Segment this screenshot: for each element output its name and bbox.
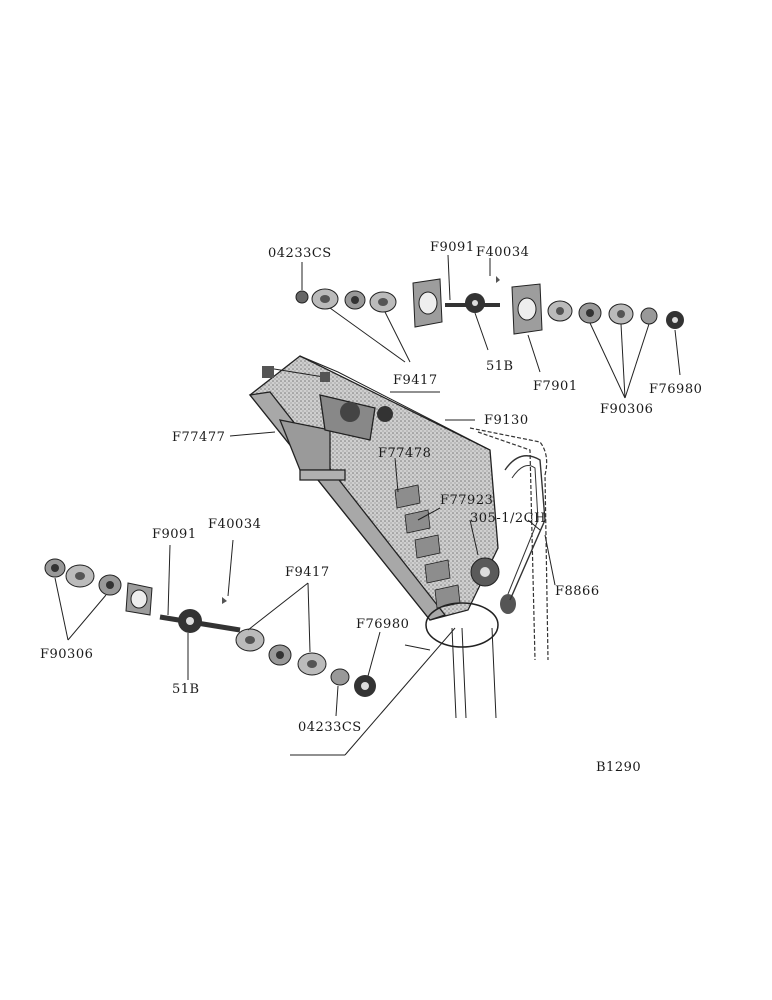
label-51b-bottom: 51B [172,682,200,697]
label-f77477: F77477 [172,430,225,445]
key-top-icon [496,276,500,283]
label-f90306-bottom: F90306 [40,647,93,662]
upper-drive-sprocket [377,406,393,422]
key-bl-icon [222,597,227,604]
bottom-parts-row [44,558,376,697]
upper-sprocket-hub [340,402,360,422]
label-f76980-bottom: F76980 [356,617,409,632]
top-bolt-left [262,366,274,378]
label-f8866: F8866 [555,584,600,599]
collar-bl-icon [330,668,350,686]
label-04233cs-bottom: 04233CS [298,720,362,735]
label-f9091-bottom: F9091 [152,527,197,542]
label-f77923: F77923 [440,493,493,508]
top-parts-row [295,276,684,335]
label-f77478: F77478 [378,446,431,461]
top-bolt-right [320,372,330,382]
part-labels: 04233CS F9091 F40034 F9417 51B F7901 F76… [40,240,702,775]
elevator-paddles [394,484,461,609]
label-f40034-bottom: F40034 [208,517,261,532]
drive-sprocket-small [500,594,516,614]
diagram-reference-number: B1290 [596,760,641,775]
label-305-1-2ch: 305-1/2CH [470,511,546,526]
collar-top-icon [640,307,658,325]
lower-guard [425,602,499,648]
label-f9091-top: F9091 [430,240,475,255]
label-f76980-top: F76980 [649,382,702,397]
label-f9417-top: F9417 [393,373,438,388]
label-f40034-top: F40034 [476,245,529,260]
drive-chain [451,427,549,719]
label-f9130: F9130 [484,413,529,428]
leader-lines [54,254,681,756]
label-04233cs-top: 04233CS [268,246,332,261]
label-f7901: F7901 [533,379,578,394]
elevator-housing [248,355,516,648]
label-f90306-top: F90306 [600,402,653,417]
nut-top-icon [295,290,309,304]
label-51b-top: 51B [486,359,514,374]
label-f9417-bottom: F9417 [285,565,330,580]
